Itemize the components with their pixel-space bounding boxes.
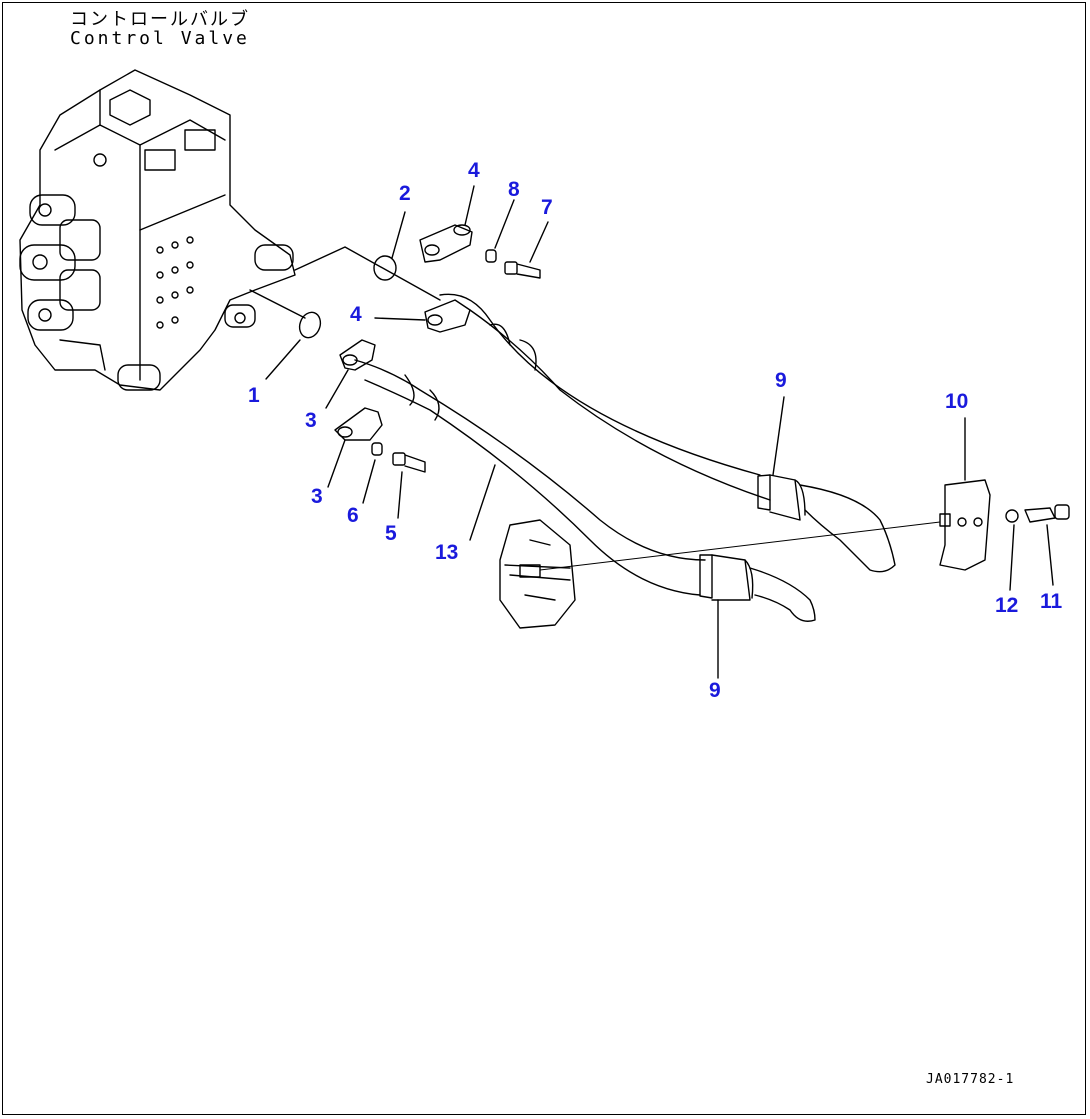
bolt-7	[504, 261, 541, 279]
callout-4-upper: 4	[468, 159, 480, 182]
title-english: Control Valve	[70, 28, 250, 49]
callout-12: 12	[995, 594, 1018, 617]
callout-3-upper: 3	[305, 409, 317, 432]
callout-13: 13	[435, 541, 458, 564]
callout-8: 8	[508, 178, 520, 201]
flange-3-lower	[334, 407, 383, 441]
bolt-11	[1024, 504, 1070, 523]
control-valve-illustration	[19, 69, 296, 391]
callout-4-lower: 4	[350, 303, 362, 326]
upper-hose	[439, 293, 896, 573]
flange-4-lower	[424, 299, 471, 333]
clamp-plate-10	[939, 479, 991, 571]
washer-6	[371, 442, 383, 456]
callout-6: 6	[347, 504, 359, 527]
callout-11: 11	[1040, 590, 1063, 613]
washer-8	[485, 249, 497, 263]
callout-2: 2	[399, 182, 411, 205]
callout-9-lower: 9	[709, 679, 721, 702]
callout-9-upper: 9	[775, 369, 787, 392]
lower-hose	[354, 359, 816, 622]
callout-10: 10	[945, 390, 968, 413]
callout-1: 1	[248, 384, 260, 407]
callout-3-lower: 3	[311, 485, 323, 508]
callout-7: 7	[541, 196, 553, 219]
hose-bracket	[499, 519, 576, 629]
flange-4-upper	[419, 224, 473, 263]
bolt-5	[392, 452, 426, 473]
title-japanese: コントロールバルブ	[70, 9, 250, 30]
washer-12	[1005, 509, 1019, 523]
flange-3-upper	[339, 339, 376, 371]
callout-5: 5	[385, 522, 397, 545]
drawing-code: JA017782-1	[926, 1072, 1015, 1087]
